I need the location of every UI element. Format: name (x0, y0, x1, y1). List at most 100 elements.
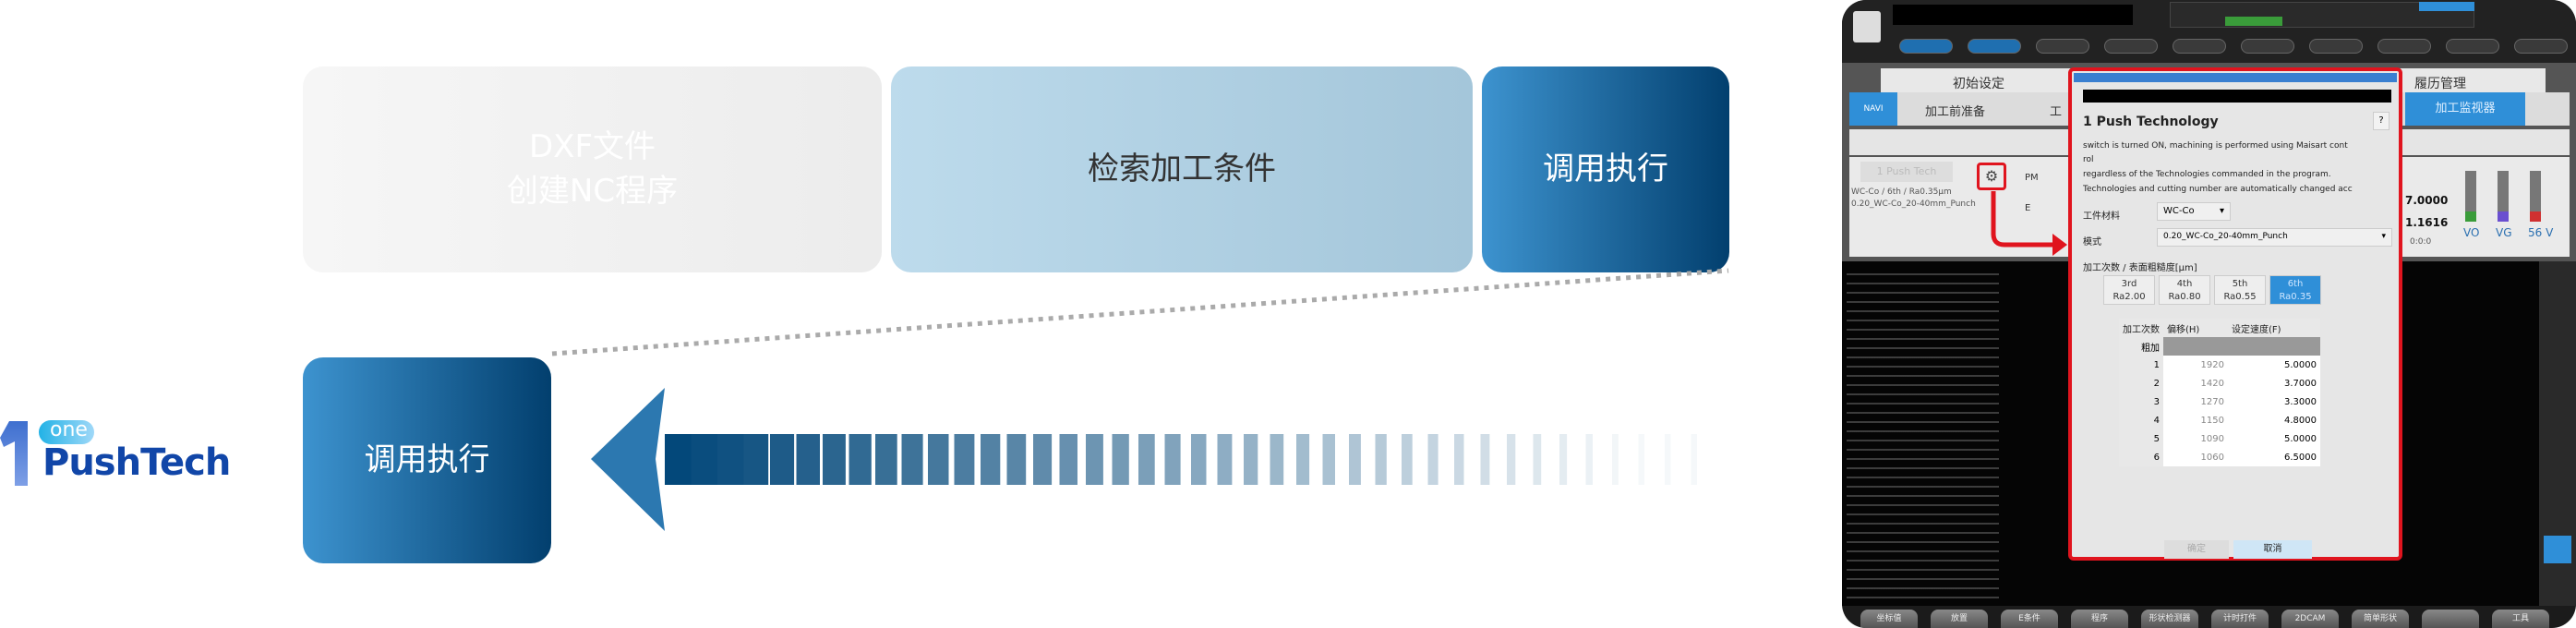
home-icon[interactable] (1853, 11, 1881, 42)
arrow-stripe (1322, 434, 1335, 485)
row-rough: 粗加 (2119, 337, 2163, 356)
arrow-stripe (1638, 434, 1644, 485)
bottom-button[interactable]: 计时打件 (2211, 610, 2269, 628)
bottom-button[interactable]: 工具 (2492, 610, 2549, 628)
nav-button[interactable] (2514, 39, 2568, 54)
meter-bar (2465, 171, 2476, 222)
tab-prep[interactable]: 加工前准备 (1925, 105, 1986, 119)
tab-history[interactable]: 履历管理 (2414, 77, 2466, 91)
column-header: 加工次数 (2119, 319, 2163, 337)
column-header: 偏移(H) (2163, 319, 2228, 337)
nav-button[interactable] (1968, 39, 2021, 54)
tab-initial-setup[interactable]: 初始设定 (1953, 77, 2004, 91)
meter-label: VG (2496, 226, 2512, 239)
table-cell: 1270 (2163, 392, 2228, 411)
tab-ra: Ra0.55 (2223, 292, 2257, 302)
arrow-stripe (1086, 434, 1103, 485)
bottom-button[interactable]: 2DCAM (2281, 610, 2339, 628)
nav-button[interactable] (2309, 39, 2363, 54)
connector-graphics (551, 268, 1729, 531)
readout-1: 7.0000 (2405, 194, 2449, 207)
logo-one: one (50, 418, 88, 441)
arrow-stripe (1402, 434, 1413, 485)
arrow-stripe (1112, 434, 1129, 485)
arrow-stripe (928, 434, 949, 485)
column-header: 设定速度(F) (2228, 319, 2320, 337)
step1-line1: DXF文件 (528, 127, 656, 165)
tab-pass: 3rd (2121, 279, 2137, 289)
arrow-stripe (665, 434, 692, 485)
table-cell: 2 (2119, 374, 2163, 392)
nav-button[interactable] (2104, 39, 2158, 54)
mode-select[interactable]: 0.20_WC-Co_20-40mm_Punch▾ (2157, 228, 2392, 247)
table-cell: 1150 (2163, 411, 2228, 429)
desc-line: rol (2083, 155, 2094, 164)
tab-monitor-active[interactable]: 加工监视器 (2405, 92, 2525, 126)
table-cell: 4.8000 (2228, 411, 2320, 429)
arrow-stripe (1164, 434, 1181, 485)
bottom-button[interactable]: E条件 (2001, 610, 2058, 628)
bottom-button[interactable]: 形状检测器 (2141, 610, 2198, 628)
arrow-stripe (1480, 434, 1490, 485)
nav-button[interactable] (2241, 39, 2294, 54)
ok-button[interactable]: 确定 (2164, 540, 2229, 559)
dialog-titlebar (2074, 73, 2397, 82)
tab-pass: 4th (2176, 279, 2193, 289)
arrow-stripe (743, 434, 769, 485)
arrow-stripe (796, 434, 820, 485)
tab-step[interactable]: 工 (2050, 105, 2063, 119)
desc-line: Technologies and cutting number are auto… (2083, 185, 2353, 194)
navi-button[interactable]: NAVI (1849, 92, 1897, 126)
onepushtech-logo: one PushTech (0, 416, 249, 489)
bottom-button[interactable]: 简单形状 (2352, 610, 2409, 628)
nav-button[interactable] (2377, 39, 2431, 54)
table-cell: 3.3000 (2228, 392, 2320, 411)
arrow-stripe (717, 434, 744, 485)
table-cell: 4 (2119, 411, 2163, 429)
nav-button[interactable] (1899, 39, 1953, 54)
gear-icon[interactable]: ⚙ (1977, 163, 2006, 190)
arrow-stripe (770, 434, 795, 485)
program-name-field (1893, 5, 2133, 25)
arrow-stripe (1349, 434, 1361, 485)
arrow-stripe (823, 434, 846, 485)
arrow-stripe (1059, 434, 1077, 485)
sidebar-active-button[interactable] (2544, 536, 2571, 563)
arrow-stripe (1375, 434, 1387, 485)
result-label: 调用执行 (364, 441, 490, 478)
table-cell: 6.5000 (2228, 448, 2320, 466)
mode-label: 模式 (2083, 237, 2101, 248)
nav-button[interactable] (2173, 39, 2226, 54)
push-tech-button[interactable]: 1 Push Tech (1860, 162, 1953, 182)
nav-button[interactable] (2446, 39, 2499, 54)
arrow-stripe (1665, 434, 1671, 485)
logo-one-digit-icon (0, 420, 94, 486)
meter-bar (2530, 171, 2541, 222)
desc-line: switch is turned ON, machining is perfor… (2083, 141, 2348, 151)
bottom-button[interactable]: 放置 (1931, 610, 1988, 628)
tab-ra: Ra2.00 (2113, 292, 2146, 302)
e-label: E (2025, 203, 2031, 213)
cancel-button[interactable]: 取消 (2233, 540, 2312, 559)
push-technology-dialog: 1 Push Technology ? switch is turned ON,… (2068, 67, 2402, 561)
bottom-button[interactable]: 程序 (2071, 610, 2128, 628)
help-button[interactable]: ? (2373, 112, 2389, 130)
bottom-button[interactable] (2422, 610, 2479, 628)
table-cell: 1090 (2163, 429, 2228, 448)
bottom-button[interactable]: 坐标值 (1860, 610, 1918, 628)
material-select[interactable]: WC-Co▾ (2157, 202, 2231, 221)
condition-line1: WC-Co / 6th / Ra0.35μm (1851, 187, 1952, 197)
nav-button[interactable] (2036, 39, 2089, 54)
status-indicator-blue (2419, 2, 2474, 11)
